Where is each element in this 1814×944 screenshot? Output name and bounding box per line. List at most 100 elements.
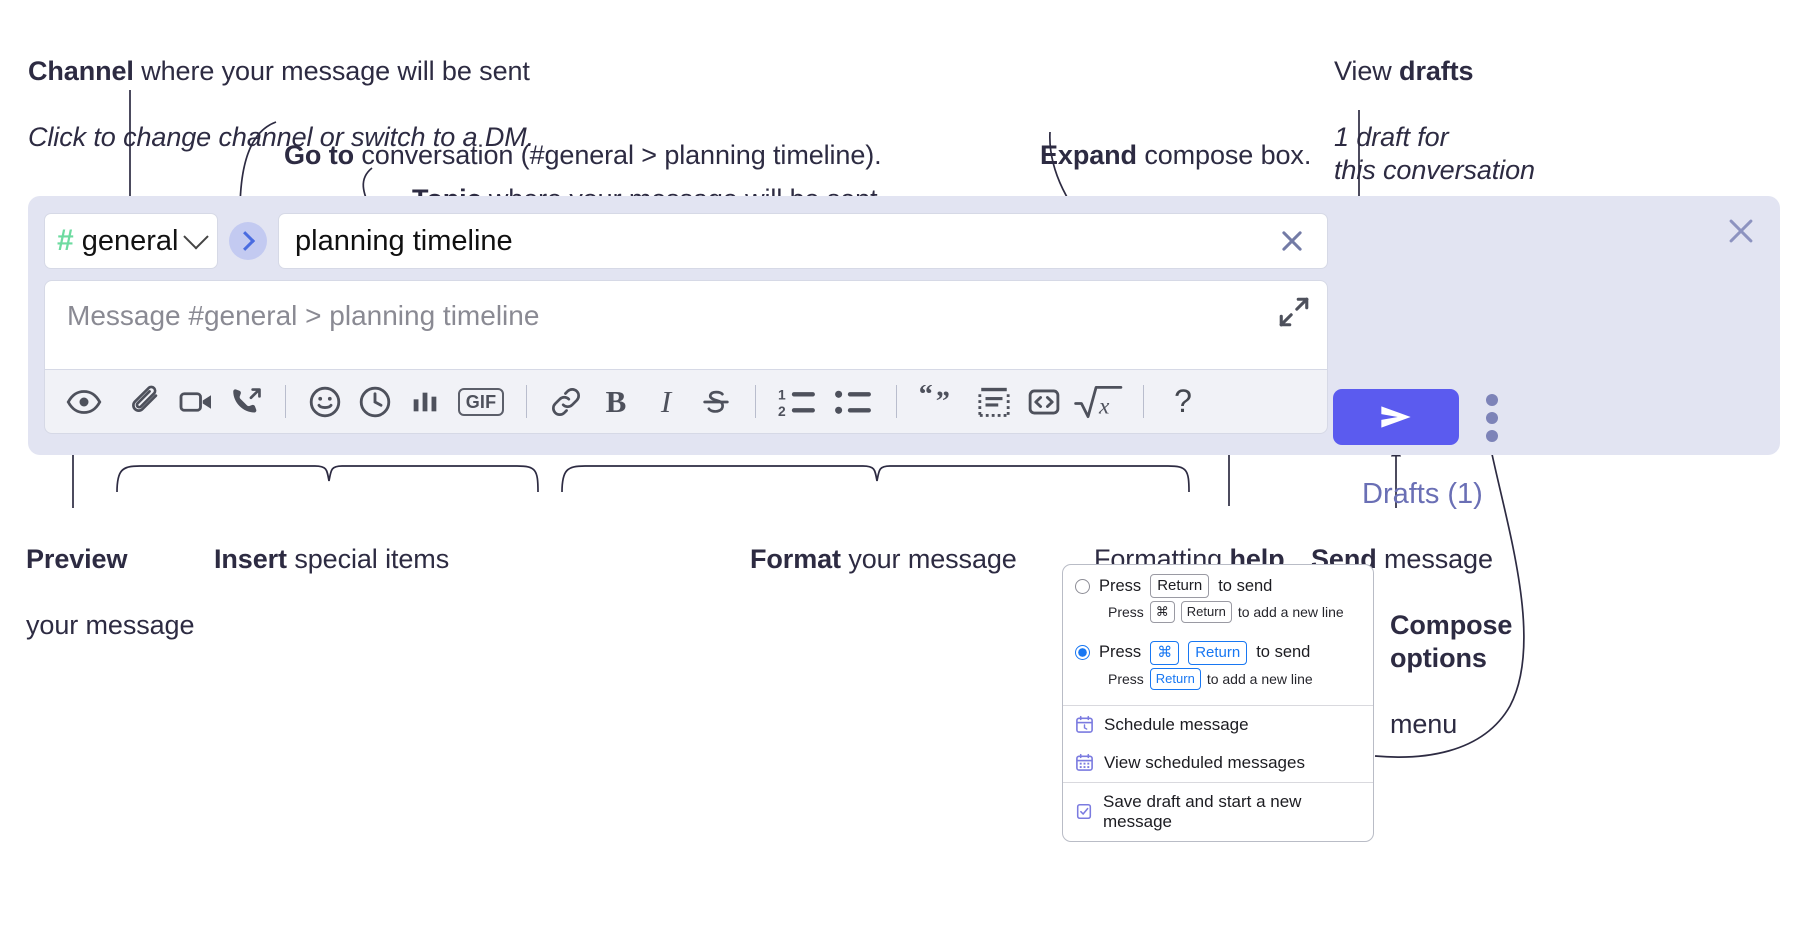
menu-item-view-scheduled-messages[interactable]: View scheduled messages [1063,744,1373,782]
menu-option-return-to-send[interactable]: Press Return to send [1063,565,1373,600]
toolbar-separator [1143,385,1144,418]
bullet-list-icon [835,390,871,414]
annotation-channel-bold: Channel [28,55,134,86]
annotation-goto: Go to conversation (#general > planning … [284,106,882,172]
radio-button-selected-icon[interactable] [1075,645,1090,661]
annotation-drafts-bold: drafts [1399,55,1474,86]
annotation-insert: Insert special items [214,510,449,576]
code-block-button[interactable] [969,377,1019,427]
clock-icon [359,386,391,417]
bar-chart-icon [413,392,437,411]
svg-text:”: ” [936,386,950,417]
record-video-button[interactable] [171,377,221,427]
ordered-list-button[interactable]: 1 2 [770,377,826,427]
menu-item-save-draft[interactable]: Save draft and start a new message [1063,781,1373,841]
svg-text:x: x [1098,393,1110,419]
key-command: ⌘ [1150,640,1180,666]
annotation-goto-bold: Go to [284,139,354,170]
math-button[interactable]: x [1069,377,1129,427]
annotation-expand-bold: Expand [1040,139,1137,170]
sub-post: to add a new line [1237,604,1344,621]
toolbar-separator [896,385,897,418]
topic-input[interactable]: planning timeline [278,213,1328,269]
annotation-insert-rest: special items [286,543,450,574]
square-root-x-icon: x [1074,385,1123,419]
chevron-right-icon [235,231,256,251]
goto-conversation-button[interactable] [229,222,267,260]
svg-text:1: 1 [778,386,786,402]
gif-button[interactable]: GIF [450,377,512,427]
chevron-down-icon [183,224,209,250]
annotation-drafts: View drafts 1 draft for this conversatio… [1334,22,1535,187]
send-button[interactable] [1333,389,1459,445]
option-label-pre: Press [1099,643,1142,662]
sub-pre: Press [1108,604,1144,621]
menu-option-cmd-return-to-send[interactable]: Press ⌘ Return to send [1063,632,1373,667]
annotation-expand: Expand compose box. [1040,106,1311,172]
message-input[interactable]: Message #general > planning timeline [44,280,1328,370]
question-mark-icon: ? [1174,383,1192,419]
sub-pre: Press [1108,670,1144,687]
annotation-format-bold: Format [750,543,841,574]
menu-item-schedule-message[interactable]: Schedule message [1063,706,1373,744]
bullet-list-button[interactable] [826,377,882,427]
bold-button[interactable]: B [591,377,641,427]
option-label-post: to send [1256,643,1311,662]
bold-icon: B [605,384,627,419]
menu-item-label: Save draft and start a new message [1103,791,1302,831]
ordered-list-icon: 1 2 [778,386,815,418]
save-draft-icon [1076,804,1092,820]
menu-option-return-subtext: Press ⌘ Return to add a new line [1063,600,1373,632]
formatting-help-button[interactable]: ? [1158,377,1208,427]
italic-icon: I [660,384,672,419]
option-label-post: to send [1218,576,1273,595]
annotation-preview-bold: Preview [26,543,128,574]
italic-button[interactable]: I [641,377,691,427]
quote-icon: “ ” [919,385,950,418]
hash-icon: # [57,224,74,257]
channel-selector[interactable]: # general [44,213,218,269]
annotation-expand-rest: compose box. [1136,139,1312,170]
code-brackets-icon [1028,389,1060,414]
close-icon[interactable] [1277,226,1307,256]
compose-options-menu: Press Return to send Press ⌘ Return to a… [1062,564,1374,842]
inline-code-button[interactable] [1019,377,1069,427]
compose-options-button[interactable] [1483,394,1501,442]
sub-post: to add a new line [1206,670,1313,687]
emoji-button[interactable] [300,377,350,427]
phone-forward-icon [233,387,261,412]
annotation-preview: Preview your message [26,510,194,642]
key-return: Return [1150,574,1210,599]
annotation-insert-bold: Insert [214,543,287,574]
kebab-dot [1486,412,1498,424]
expand-compose-button[interactable] [1277,295,1311,329]
poll-button[interactable] [400,377,450,427]
kebab-dot [1486,394,1498,406]
message-placeholder: Message #general > planning timeline [67,300,540,331]
menu-item-label: View scheduled messages [1104,752,1305,772]
formatting-toolbar: GIF B I [44,370,1328,434]
close-compose-button[interactable] [1724,214,1758,248]
annotation-compose-options: Compose options menu [1390,576,1512,741]
record-audio-button[interactable] [221,377,271,427]
annotation-drafts-italic: 1 draft for this conversation [1334,121,1535,185]
send-paper-plane-icon [1381,406,1411,428]
preview-button[interactable] [59,377,109,427]
annotation-channel-italic: Click to change channel or switch to a D… [28,121,535,152]
key-return: Return [1188,640,1248,666]
radio-button-icon[interactable] [1075,578,1090,594]
svg-text:“: “ [919,385,933,410]
blockquote-button[interactable]: “ ” [911,377,969,427]
attach-file-button[interactable] [121,377,171,427]
expand-icon [1279,297,1309,327]
link-button[interactable] [541,377,591,427]
link-icon [552,387,580,416]
annotation-compose-options-rest: menu [1390,708,1458,739]
svg-text:2: 2 [778,402,786,418]
code-block-icon [978,387,1010,417]
gif-icon: GIF [457,387,505,416]
reminder-button[interactable] [350,377,400,427]
strikethrough-button[interactable] [691,377,741,427]
drafts-link[interactable]: Drafts (1) [1362,478,1483,510]
annotation-channel-rest: where your message will be sent [133,55,530,86]
